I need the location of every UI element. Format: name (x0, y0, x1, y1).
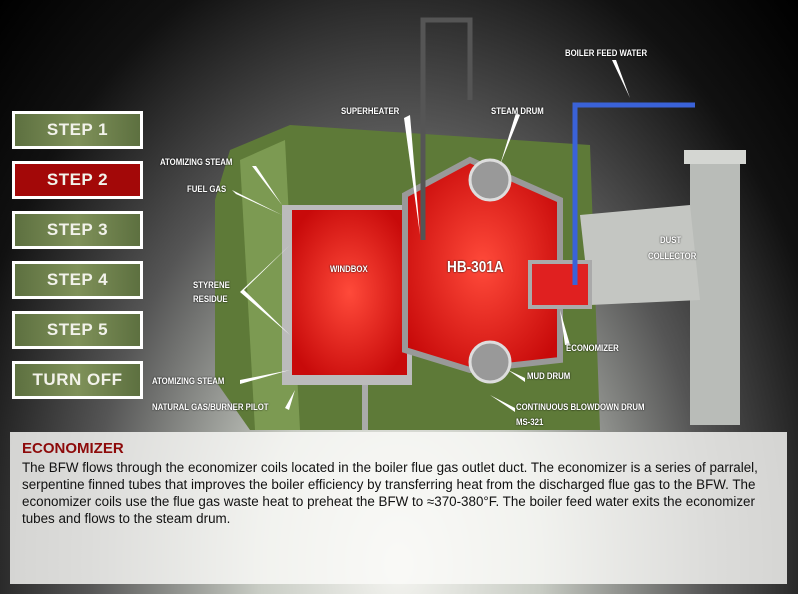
label-dust-collector: DUST (660, 235, 682, 246)
info-body: The BFW flows through the economizer coi… (22, 460, 758, 526)
label-residue: RESIDUE (193, 294, 228, 305)
label-fuel-gas: FUEL GAS (187, 184, 227, 195)
step-4-button[interactable]: STEP 4 (12, 261, 143, 299)
step-1-button[interactable]: STEP 1 (12, 111, 143, 149)
label-atomizing-steam-bottom: ATOMIZING STEAM (152, 376, 225, 387)
info-panel: ECONOMIZER The BFW flows through the eco… (10, 432, 787, 584)
label-windbox: WINDBOX (330, 264, 368, 275)
label-dust-collector-2: COLLECTOR (648, 251, 697, 262)
label-boiler-id: HB-301A (447, 259, 504, 276)
label-ms-321: MS-321 (516, 417, 544, 428)
windbox (292, 210, 407, 375)
label-natural-gas: NATURAL GAS/BURNER PILOT (152, 402, 269, 413)
step-3-button[interactable]: STEP 3 (12, 211, 143, 249)
step-5-button[interactable]: STEP 5 (12, 311, 143, 349)
label-boiler-feed-water: BOILER FEED WATER (565, 48, 648, 59)
label-mud-drum: MUD DRUM (527, 371, 571, 382)
economizer (528, 260, 592, 309)
boiler-body (402, 156, 563, 374)
dust-collector (580, 205, 700, 305)
steam-drum (468, 158, 512, 202)
label-styrene: STYRENE (193, 280, 230, 291)
step-2-button[interactable]: STEP 2 (12, 161, 143, 199)
info-title: ECONOMIZER (22, 440, 124, 457)
superheater-pipe (420, 17, 473, 240)
label-atomizing-steam-top: ATOMIZING STEAM (160, 157, 233, 168)
label-steam-drum: STEAM DRUM (491, 106, 544, 117)
label-economizer: ECONOMIZER (566, 343, 619, 354)
mud-drum (468, 340, 512, 384)
bfw-pipe (572, 102, 695, 285)
turn-off-button[interactable]: TURN OFF (12, 361, 143, 399)
label-superheater: SUPERHEATER (341, 106, 400, 117)
label-blowdown-drum: CONTINUOUS BLOWDOWN DRUM (516, 402, 645, 413)
